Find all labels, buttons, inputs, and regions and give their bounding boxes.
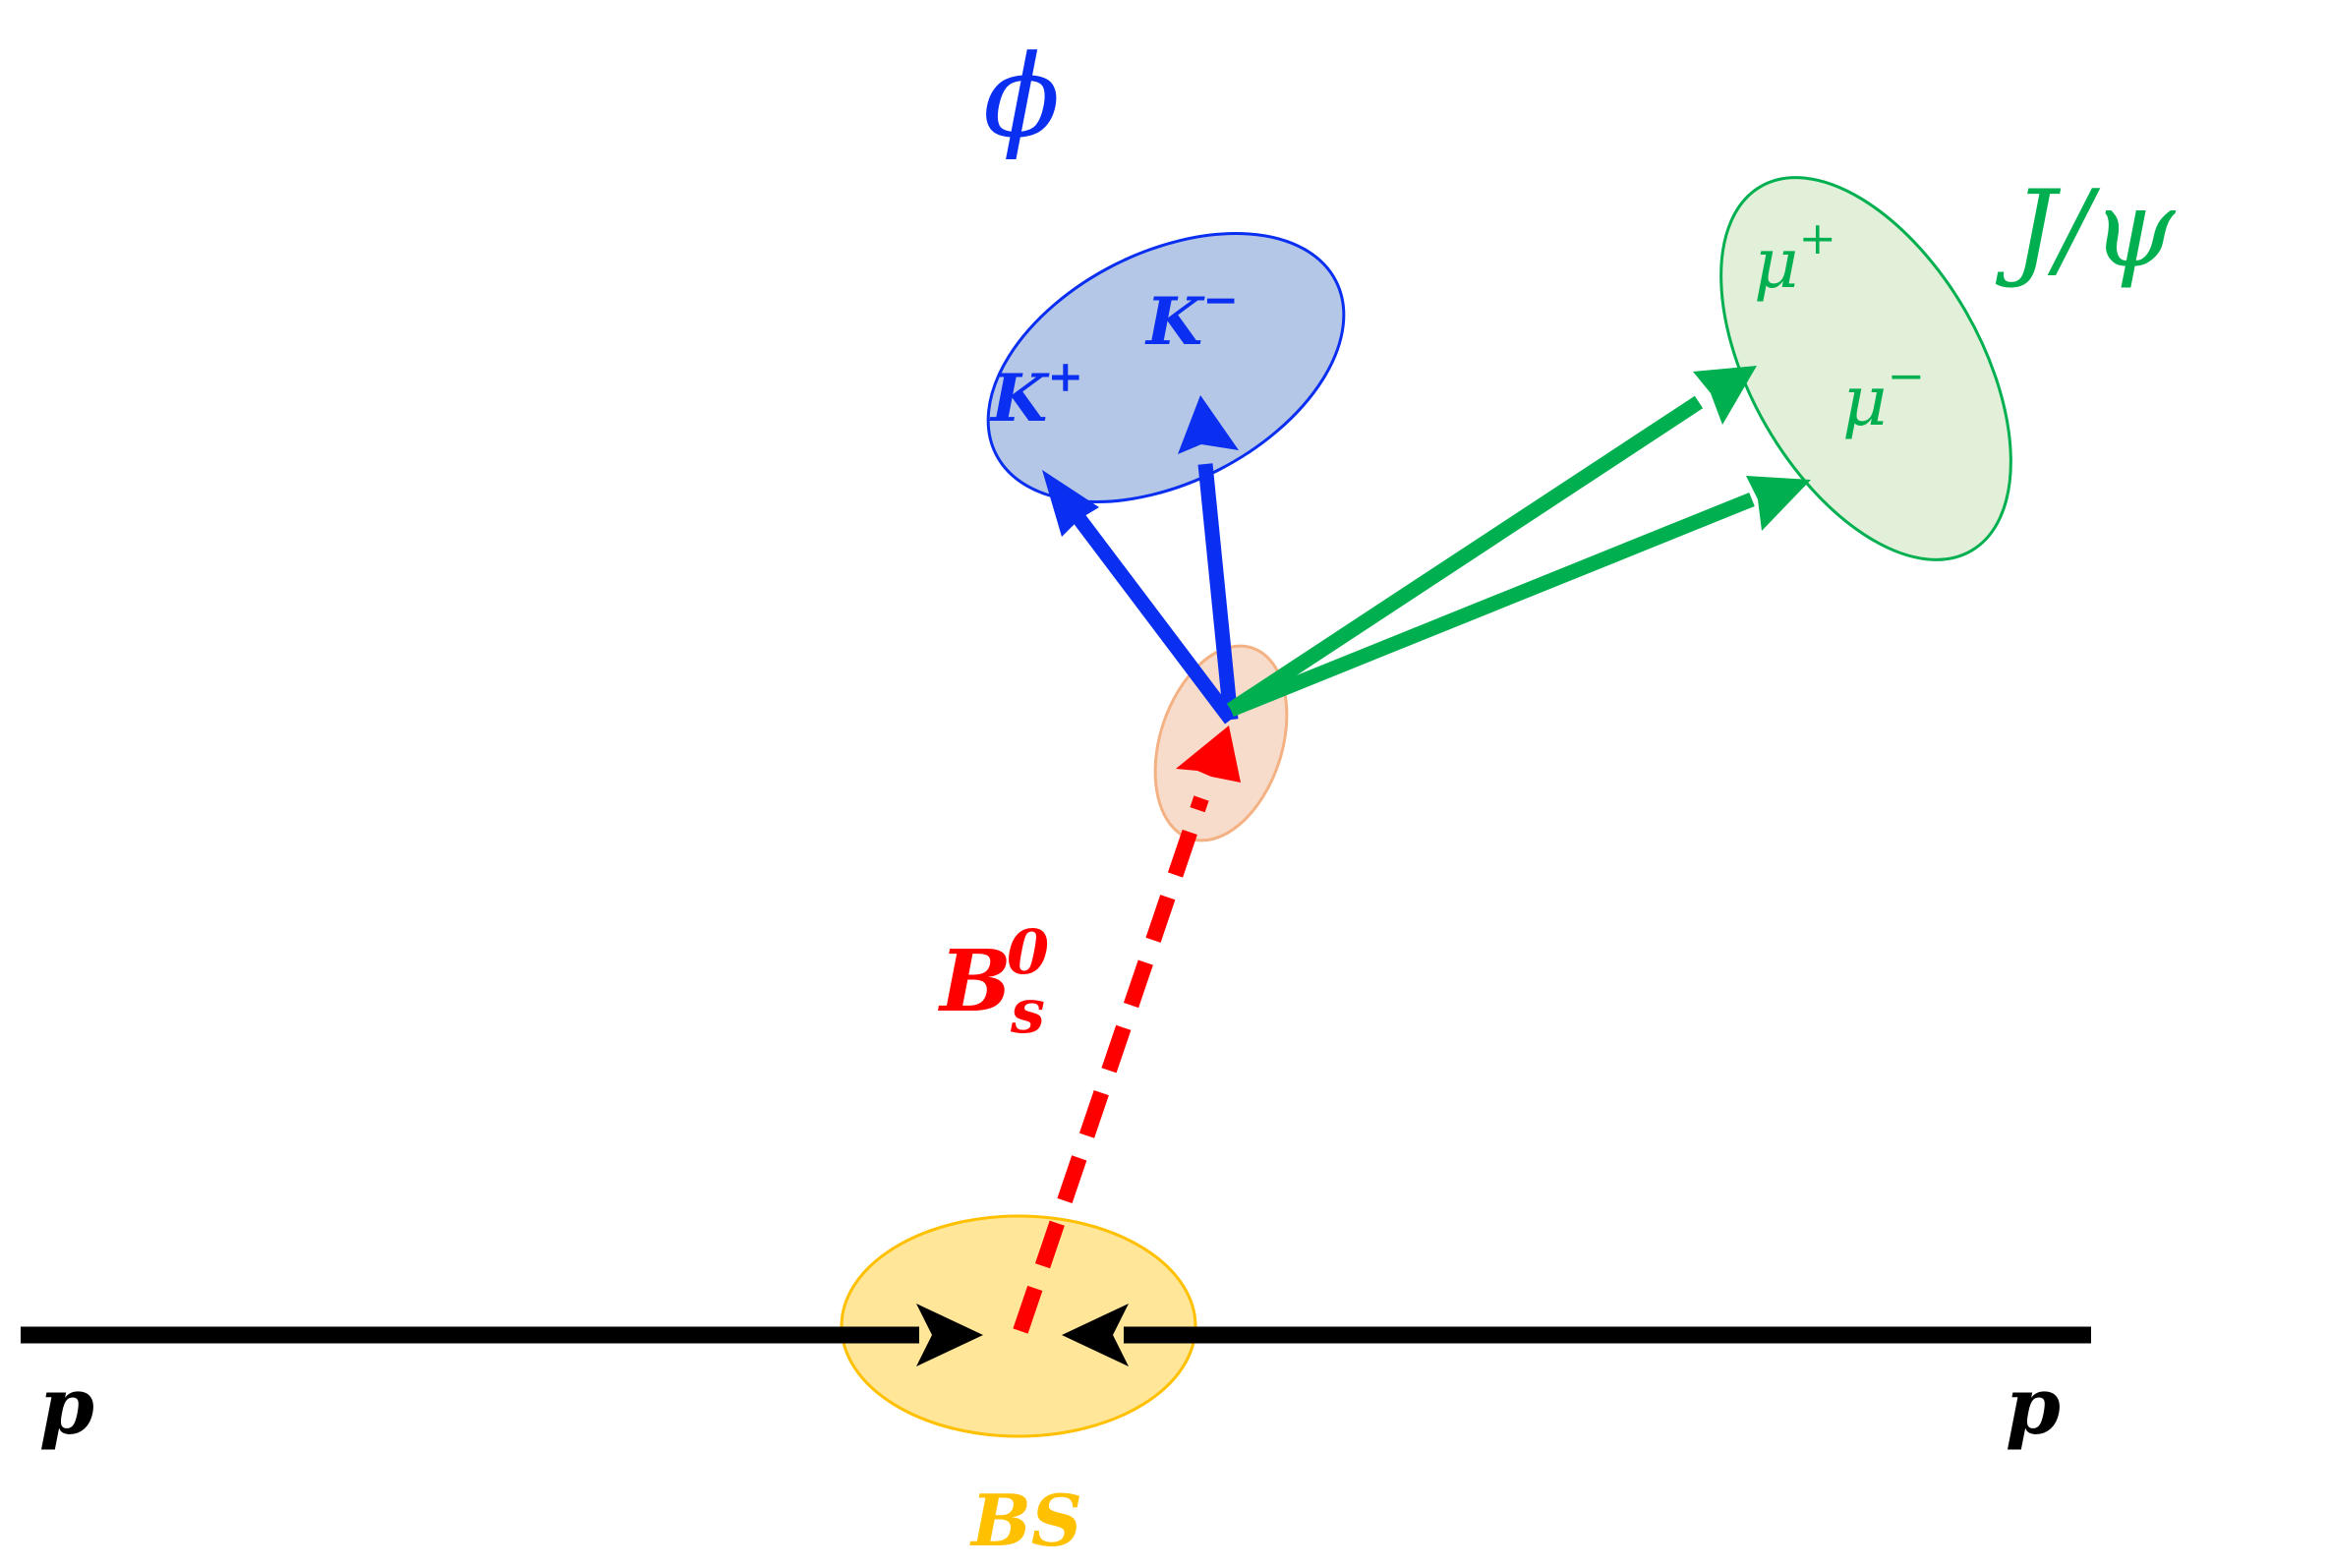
mu-plus-track: [1226, 395, 1704, 717]
mu-plus-sup: +: [1799, 211, 1837, 264]
k-minus-sup: −: [1202, 275, 1239, 325]
k-minus-base: K: [1144, 283, 1205, 360]
mu-minus-track: [1228, 493, 1755, 717]
k-minus-track: [1197, 463, 1239, 721]
bs0-flight-line: [1013, 795, 1209, 1334]
k-plus-sup: +: [1047, 352, 1083, 402]
phi-label: ϕ: [983, 31, 1060, 163]
phi-region: [986, 232, 1346, 503]
beam-spot-label: BS: [969, 1479, 1082, 1562]
bs0-sup-label: 0: [1007, 916, 1049, 988]
mu-plus-arrowhead: [1693, 366, 1757, 425]
bs0-base: B: [937, 932, 1012, 1031]
proton-label-left: p: [39, 1360, 94, 1452]
mu-plus-base: μ: [1754, 223, 1799, 304]
jpsi-label: J/ψ: [1995, 168, 2177, 291]
beam-arrowhead-right: [1062, 1304, 1129, 1366]
mu-plus-label: μ+: [1754, 211, 1836, 304]
k-plus-label: K+: [989, 352, 1083, 436]
jpsi-region: [1719, 176, 2012, 561]
mu-minus-sup: −: [1888, 349, 1926, 402]
mu-minus-base: μ: [1842, 361, 1888, 441]
k-minus-arrowhead: [1178, 395, 1239, 454]
k-plus-arrowhead: [1042, 470, 1099, 537]
k-minus-label: K−: [1144, 275, 1239, 360]
mu-minus-label: μ−: [1842, 349, 1925, 441]
k-plus-track: [1068, 506, 1237, 725]
bs0-arrowhead: [1176, 726, 1241, 783]
bs0-sub-label: s: [1010, 975, 1045, 1047]
bs0-label: B: [937, 932, 1012, 1031]
beam-arrowhead-left: [916, 1304, 983, 1366]
mu-minus-arrowhead: [1746, 476, 1811, 531]
k-plus-base: K: [989, 360, 1050, 436]
proton-label-right: p: [2006, 1360, 2061, 1452]
